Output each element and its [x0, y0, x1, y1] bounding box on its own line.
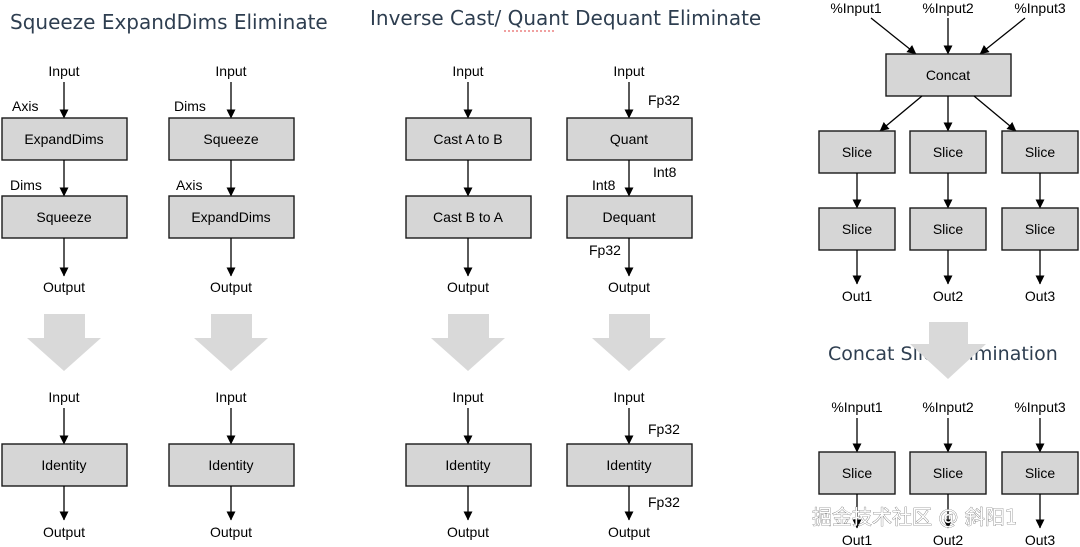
concat-edge-in3 [979, 17, 1026, 55]
out3-label: Out3 [1025, 288, 1056, 304]
big-arrow-col1 [27, 314, 101, 371]
concat-text: Concat [926, 67, 970, 83]
concat-input3-label: %Input3 [1014, 0, 1066, 16]
col4-dequant-node [566, 195, 693, 239]
col2-bottom-output-label: Output [210, 524, 252, 540]
slice-bottom-2-text: Slice [933, 465, 964, 481]
col1-axis-label: Axis [12, 98, 38, 114]
col1-identity-node [1, 443, 128, 487]
col1-expanddims-node [1, 117, 128, 161]
bottom-out2-label: Out2 [933, 532, 964, 547]
col3-bottom-output-label: Output [447, 524, 489, 540]
col2-bottom-input-label: Input [215, 389, 246, 405]
bottom-input3-label: %Input3 [1014, 399, 1066, 415]
out1-label: Out1 [842, 288, 873, 304]
col1-input-label: Input [48, 63, 79, 79]
col4-fp32-out-label: Fp32 [589, 242, 621, 258]
bottom-input1-label: %Input1 [831, 399, 883, 415]
col4-bottom-output-label: Output [608, 524, 650, 540]
col2-dims-label: Dims [174, 98, 206, 114]
col2-expanddims-text: ExpandDims [191, 209, 270, 225]
col2-squeeze-text: Squeeze [203, 131, 258, 147]
slice-top-1-text: Slice [842, 144, 873, 160]
col4-fp32-in-label: Fp32 [648, 92, 680, 108]
slice-bottom-2-node [909, 451, 987, 495]
slice-mid-3-text: Slice [1025, 221, 1056, 237]
col2-squeeze-node [168, 117, 295, 161]
col4-identity-node [566, 443, 693, 487]
col1-identity-text: Identity [41, 457, 86, 473]
concat-edge-out3 [973, 95, 1017, 132]
col3-bottom-input-label: Input [452, 389, 483, 405]
col4-output-label: Output [608, 279, 650, 295]
slice-top-3-text: Slice [1025, 144, 1056, 160]
slice-top-2-text: Slice [933, 144, 964, 160]
col4-bottom-fp32-in-label: Fp32 [648, 421, 680, 437]
slice-top-1-node [818, 130, 896, 174]
slice-top-2-node [909, 130, 987, 174]
bottom-out3-label: Out3 [1025, 532, 1056, 547]
col4-dequant-text: Dequant [603, 209, 656, 225]
slice-bottom-3-text: Slice [1025, 465, 1056, 481]
col1-output-label: Output [43, 279, 85, 295]
col1-dims-label: Dims [10, 177, 42, 193]
col3-cast-ba-node [405, 195, 532, 239]
col4-quant-text: Quant [610, 131, 648, 147]
col1-bottom-output-label: Output [43, 524, 85, 540]
big-arrow-concat [910, 322, 986, 379]
concat-node [885, 53, 1012, 97]
col2-identity-node [168, 443, 295, 487]
col2-axis-label: Axis [176, 177, 202, 193]
title-squeeze-expanddims: Squeeze ExpandDims Eliminate [10, 10, 328, 34]
bottom-input2-label: %Input2 [922, 399, 974, 415]
col4-identity-text: Identity [606, 457, 651, 473]
slice-bottom-1-node [818, 451, 896, 495]
slice-bottom-1-text: Slice [842, 465, 873, 481]
watermark: 掘金技术社区 @ 斜阳1 [812, 505, 1017, 529]
slice-mid-2-text: Slice [933, 221, 964, 237]
col4-bottom-input-label: Input [613, 389, 644, 405]
col3-identity-text: Identity [445, 457, 490, 473]
slice-mid-1-node [818, 207, 896, 251]
col2-input-label: Input [215, 63, 246, 79]
out2-label: Out2 [933, 288, 964, 304]
col2-identity-text: Identity [208, 457, 253, 473]
big-arrow-col3 [431, 314, 505, 371]
col3-identity-node [405, 443, 532, 487]
col4-input-label: Input [613, 63, 644, 79]
concat-edge-out1 [879, 95, 923, 132]
col1-squeeze-text: Squeeze [36, 209, 91, 225]
slice-bottom-3-node [1001, 451, 1079, 495]
bottom-out1-label: Out1 [842, 532, 873, 547]
col4-bottom-fp32-out-label: Fp32 [648, 494, 680, 510]
big-arrow-col2 [194, 314, 268, 371]
col3-cast-ab-text: Cast A to B [433, 131, 502, 147]
col3-cast-ba-text: Cast B to A [433, 209, 504, 225]
concat-input2-label: %Input2 [922, 0, 974, 16]
col3-input-label: Input [452, 63, 483, 79]
col2-output-label: Output [210, 279, 252, 295]
col4-quant-node [566, 117, 693, 161]
col1-bottom-input-label: Input [48, 389, 79, 405]
col1-expanddims-text: ExpandDims [24, 131, 103, 147]
col4-int8-out-label: Int8 [653, 164, 677, 180]
col3-cast-ab-node [405, 117, 532, 161]
slice-mid-2-node [909, 207, 987, 251]
slice-mid-1-text: Slice [842, 221, 873, 237]
col3-output-label: Output [447, 279, 489, 295]
title-inverse-cast: Inverse Cast/ Quant Dequant Eliminate [370, 6, 761, 30]
concat-edge-in1 [870, 17, 917, 55]
big-arrow-col4 [592, 314, 666, 371]
col4-int8-in-label: Int8 [592, 177, 616, 193]
concat-input1-label: %Input1 [830, 0, 882, 16]
